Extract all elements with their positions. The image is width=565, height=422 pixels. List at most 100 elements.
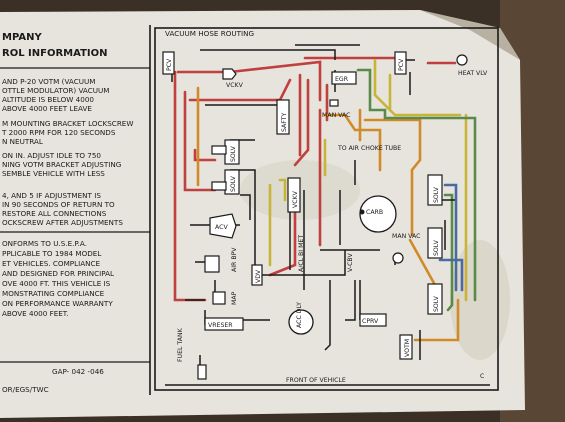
vacuum-reservoir	[204, 317, 244, 331]
compliance-line: ABOVE 4000 FEET.	[2, 309, 69, 318]
map-label: MAP	[231, 291, 238, 305]
air-bpv-valve	[204, 255, 220, 273]
pcv-right-valve	[394, 51, 407, 75]
man-vac-fitting	[392, 252, 404, 264]
votm-valve	[399, 334, 413, 360]
yellow-hose	[373, 58, 462, 117]
vckv-top-label: VCKV	[226, 82, 244, 89]
vdv-label: VDV	[255, 269, 262, 283]
vckv-mid-valve	[287, 177, 301, 213]
blue-hose	[443, 183, 458, 292]
man-vac-right-label: MAN VAC	[392, 233, 420, 240]
fuel-tank-label: FUEL TANK	[177, 327, 184, 362]
front-of-vehicle-label: FRONT OF VEHICLE	[286, 377, 346, 384]
carburetor	[359, 195, 397, 233]
instruction-line: OCKSCREW AFTER ADJUSTMENTS	[2, 218, 123, 227]
vckv-mid-label: VCKV	[292, 190, 299, 208]
man-vac-top-label: MAN VAC	[322, 112, 350, 119]
red-hose	[183, 90, 217, 192]
tube	[260, 250, 346, 276]
red-hose	[176, 60, 322, 102]
vdv-valve	[251, 264, 263, 286]
panel-title-line2: ROL INFORMATION	[2, 48, 108, 59]
solv-5-label: SOLV	[433, 295, 440, 312]
map-sensor	[212, 291, 226, 305]
panel-title-line1: MPANY	[2, 32, 42, 43]
diagram-title: VACUUM HOSE ROUTING	[165, 29, 254, 38]
man-vac-port	[329, 99, 339, 107]
instruction-line: AND P-20 VOTM (VACUUM	[2, 77, 95, 86]
instruction-line: ALTITUDE IS BELOW 4000	[2, 95, 94, 104]
orange-hose	[323, 113, 382, 172]
pcv-right-label: PCV	[398, 58, 405, 71]
instruction-line: RESTORE ALL CONNECTIONS	[2, 209, 107, 218]
peeled-corner	[420, 10, 520, 60]
carb-port	[359, 209, 365, 215]
safty-label: SAFTY	[281, 112, 288, 132]
compliance-line: AND DESIGNED FOR PRINCIPAL	[2, 269, 114, 278]
acc-dly-label: ACC DLY	[296, 302, 303, 328]
tube	[240, 194, 251, 220]
compliance-line: MONSTRATING COMPLIANCE	[2, 289, 105, 298]
votm-label: VOTM	[404, 339, 411, 357]
solv-1-label: SOLV	[230, 145, 237, 162]
tube	[324, 280, 331, 351]
solv-connector	[211, 145, 227, 155]
compliance-line: ONFORMS TO U.S.E.P.A.	[2, 239, 87, 248]
apcl-label: A/CL BI MET	[298, 235, 305, 272]
fuel-tank-fitting	[197, 364, 207, 380]
solv-4-label: SOLV	[433, 239, 440, 256]
diagram-frame	[154, 27, 499, 391]
vcbv-label: V-CBV	[347, 253, 354, 272]
acv-label: ACV	[215, 224, 228, 231]
egr-label: EGR	[335, 76, 349, 83]
orange-hose	[413, 298, 460, 342]
solv-3-label: SOLV	[433, 186, 440, 203]
safty-valve	[276, 99, 290, 135]
instruction-line: N NEUTRAL	[2, 137, 43, 146]
to-air-label: TO AIR CHOKE TUBE	[337, 145, 401, 152]
blue-hose	[438, 258, 464, 292]
solv-2-label: SOLV	[230, 175, 237, 192]
egr-valve	[331, 71, 357, 85]
instruction-line: T 2000 RPM FOR 120 SECONDS	[1, 128, 116, 137]
instruction-line: M MOUNTING BRACKET LOCKSCREW	[2, 119, 133, 128]
instruction-line: IN 90 SECONDS OF RETURN TO	[2, 200, 115, 209]
tube	[345, 280, 356, 321]
compliance-line: ET VEHICLES. COMPLIANCE	[2, 259, 101, 268]
compliance-line: PPLICABLE TO 1984 MODEL	[2, 249, 101, 258]
instruction-line: OTTLE MODULATOR) VACUUM	[2, 86, 109, 95]
green-hose	[443, 193, 454, 312]
heat-viv-label: HEAT VLV	[458, 70, 488, 77]
air-bpv-label: AIR BPV	[231, 247, 238, 272]
pcv-valve	[162, 51, 175, 75]
instruction-line: SEMBLE VEHICLE WITH LESS	[2, 169, 105, 178]
instruction-line: 4, AND 5 IF ADJUSTMENT IS	[2, 191, 101, 200]
compliance-line: OVE 4000 FT. THIS VEHICLE IS	[2, 279, 111, 288]
cprv-valve	[359, 313, 387, 327]
instruction-line: ON IN. ADJUST IDLE TO 750	[2, 151, 101, 160]
carb-label: CARB	[366, 209, 383, 216]
footer-code: OR/EGS/TWC	[2, 385, 49, 394]
solenoid-valve	[427, 283, 443, 315]
solv-connector	[211, 181, 227, 191]
orange-hose	[363, 118, 422, 237]
red-hose	[193, 148, 217, 162]
instruction-line: NING VOTM BRACKET ADJUSTING	[2, 160, 121, 169]
vckv-valve	[222, 68, 237, 80]
solenoid-valve	[427, 227, 443, 259]
cprv-label: CPRV	[362, 318, 379, 325]
tube	[200, 49, 336, 60]
vreser-label: VRESER	[208, 322, 233, 329]
instruction-line: ABOVE 4000 FEET LEAVE	[2, 104, 92, 113]
part-number: GAP- 042 -046	[52, 367, 104, 376]
compliance-line: ON PERFORMANCE WARRANTY	[2, 299, 113, 308]
solenoid-valve	[427, 174, 443, 206]
red-hose	[293, 78, 310, 167]
accumulator-delay	[288, 309, 314, 335]
yellow-hose	[278, 178, 287, 202]
heat-valve-fitting	[456, 54, 468, 66]
acv-valve	[209, 213, 237, 239]
